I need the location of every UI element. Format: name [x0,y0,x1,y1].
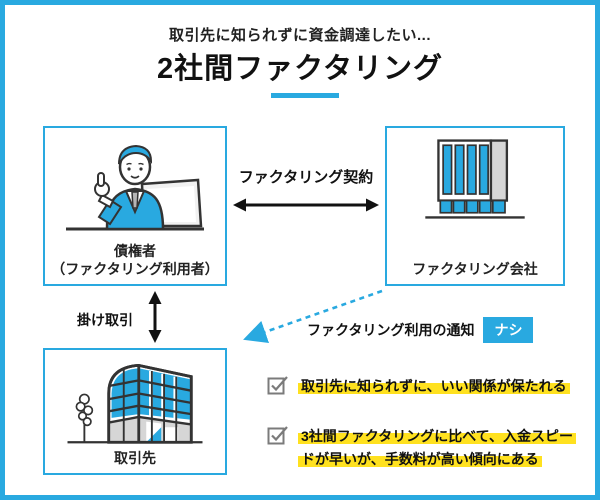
notification-label: ファクタリング利用の通知 [307,322,475,338]
page-title: 2社間ファクタリング [157,53,443,85]
factoring-company-box: ファクタリング会社 [385,126,565,286]
factoring-company-label: ファクタリング会社 [412,260,538,277]
businessman-with-laptop-icon [66,144,204,231]
checklist-item-text: 取引先に知られずに、いい関係が保たれる [298,378,570,394]
checkbox-checked-icon [267,376,288,395]
checklist-item-text-wrap: 取引先に知られずに、いい関係が保たれる [298,375,574,398]
checkbox-checked-icon [267,426,288,445]
office-building-icon [67,363,203,444]
checklist-item: 取引先に知られずに、いい関係が保たれる [267,375,575,398]
office-tower-icon [425,139,525,219]
notification-dashed-arrow-icon [243,289,383,344]
double-arrow-horizontal-icon [233,198,379,212]
double-arrow-vertical-icon [148,291,162,343]
credit-transaction-label: 掛け取引 [77,312,133,328]
notification-row: ファクタリング利用の通知 ナシ [307,316,534,344]
contract-arrow-label: ファクタリング契約 [238,169,374,186]
checklist-item: 3社間ファクタリングに比べて、入金スピードが早いが、手数料が高い傾向にある [267,425,576,471]
creditor-label: 債権者 （ファクタリング利用者） [51,242,218,278]
creditor-label-line1: 債権者 [113,242,156,259]
checklist-item-text-wrap: 3社間ファクタリングに比べて、入金スピードが早いが、手数料が高い傾向にある [298,425,576,471]
subtitle: 取引先に知られずに資金調達したい... [168,27,431,44]
title-underline-accent [271,93,339,98]
creditor-label-line2: （ファクタリング利用者） [51,260,219,277]
client-box: 取引先 [43,348,227,475]
checklist-item-text: 3社間ファクタリングに比べて、入金スピードが早いが、手数料が高い傾向にある [298,428,576,467]
creditor-box: 債権者 （ファクタリング利用者） [43,126,227,286]
benefits-checklist: 取引先に知られずに、いい関係が保たれる 3社間ファクタリングに比べて、入金スピー… [267,375,576,471]
client-label: 取引先 [114,449,156,466]
notification-none-badge: ナシ [483,316,534,344]
